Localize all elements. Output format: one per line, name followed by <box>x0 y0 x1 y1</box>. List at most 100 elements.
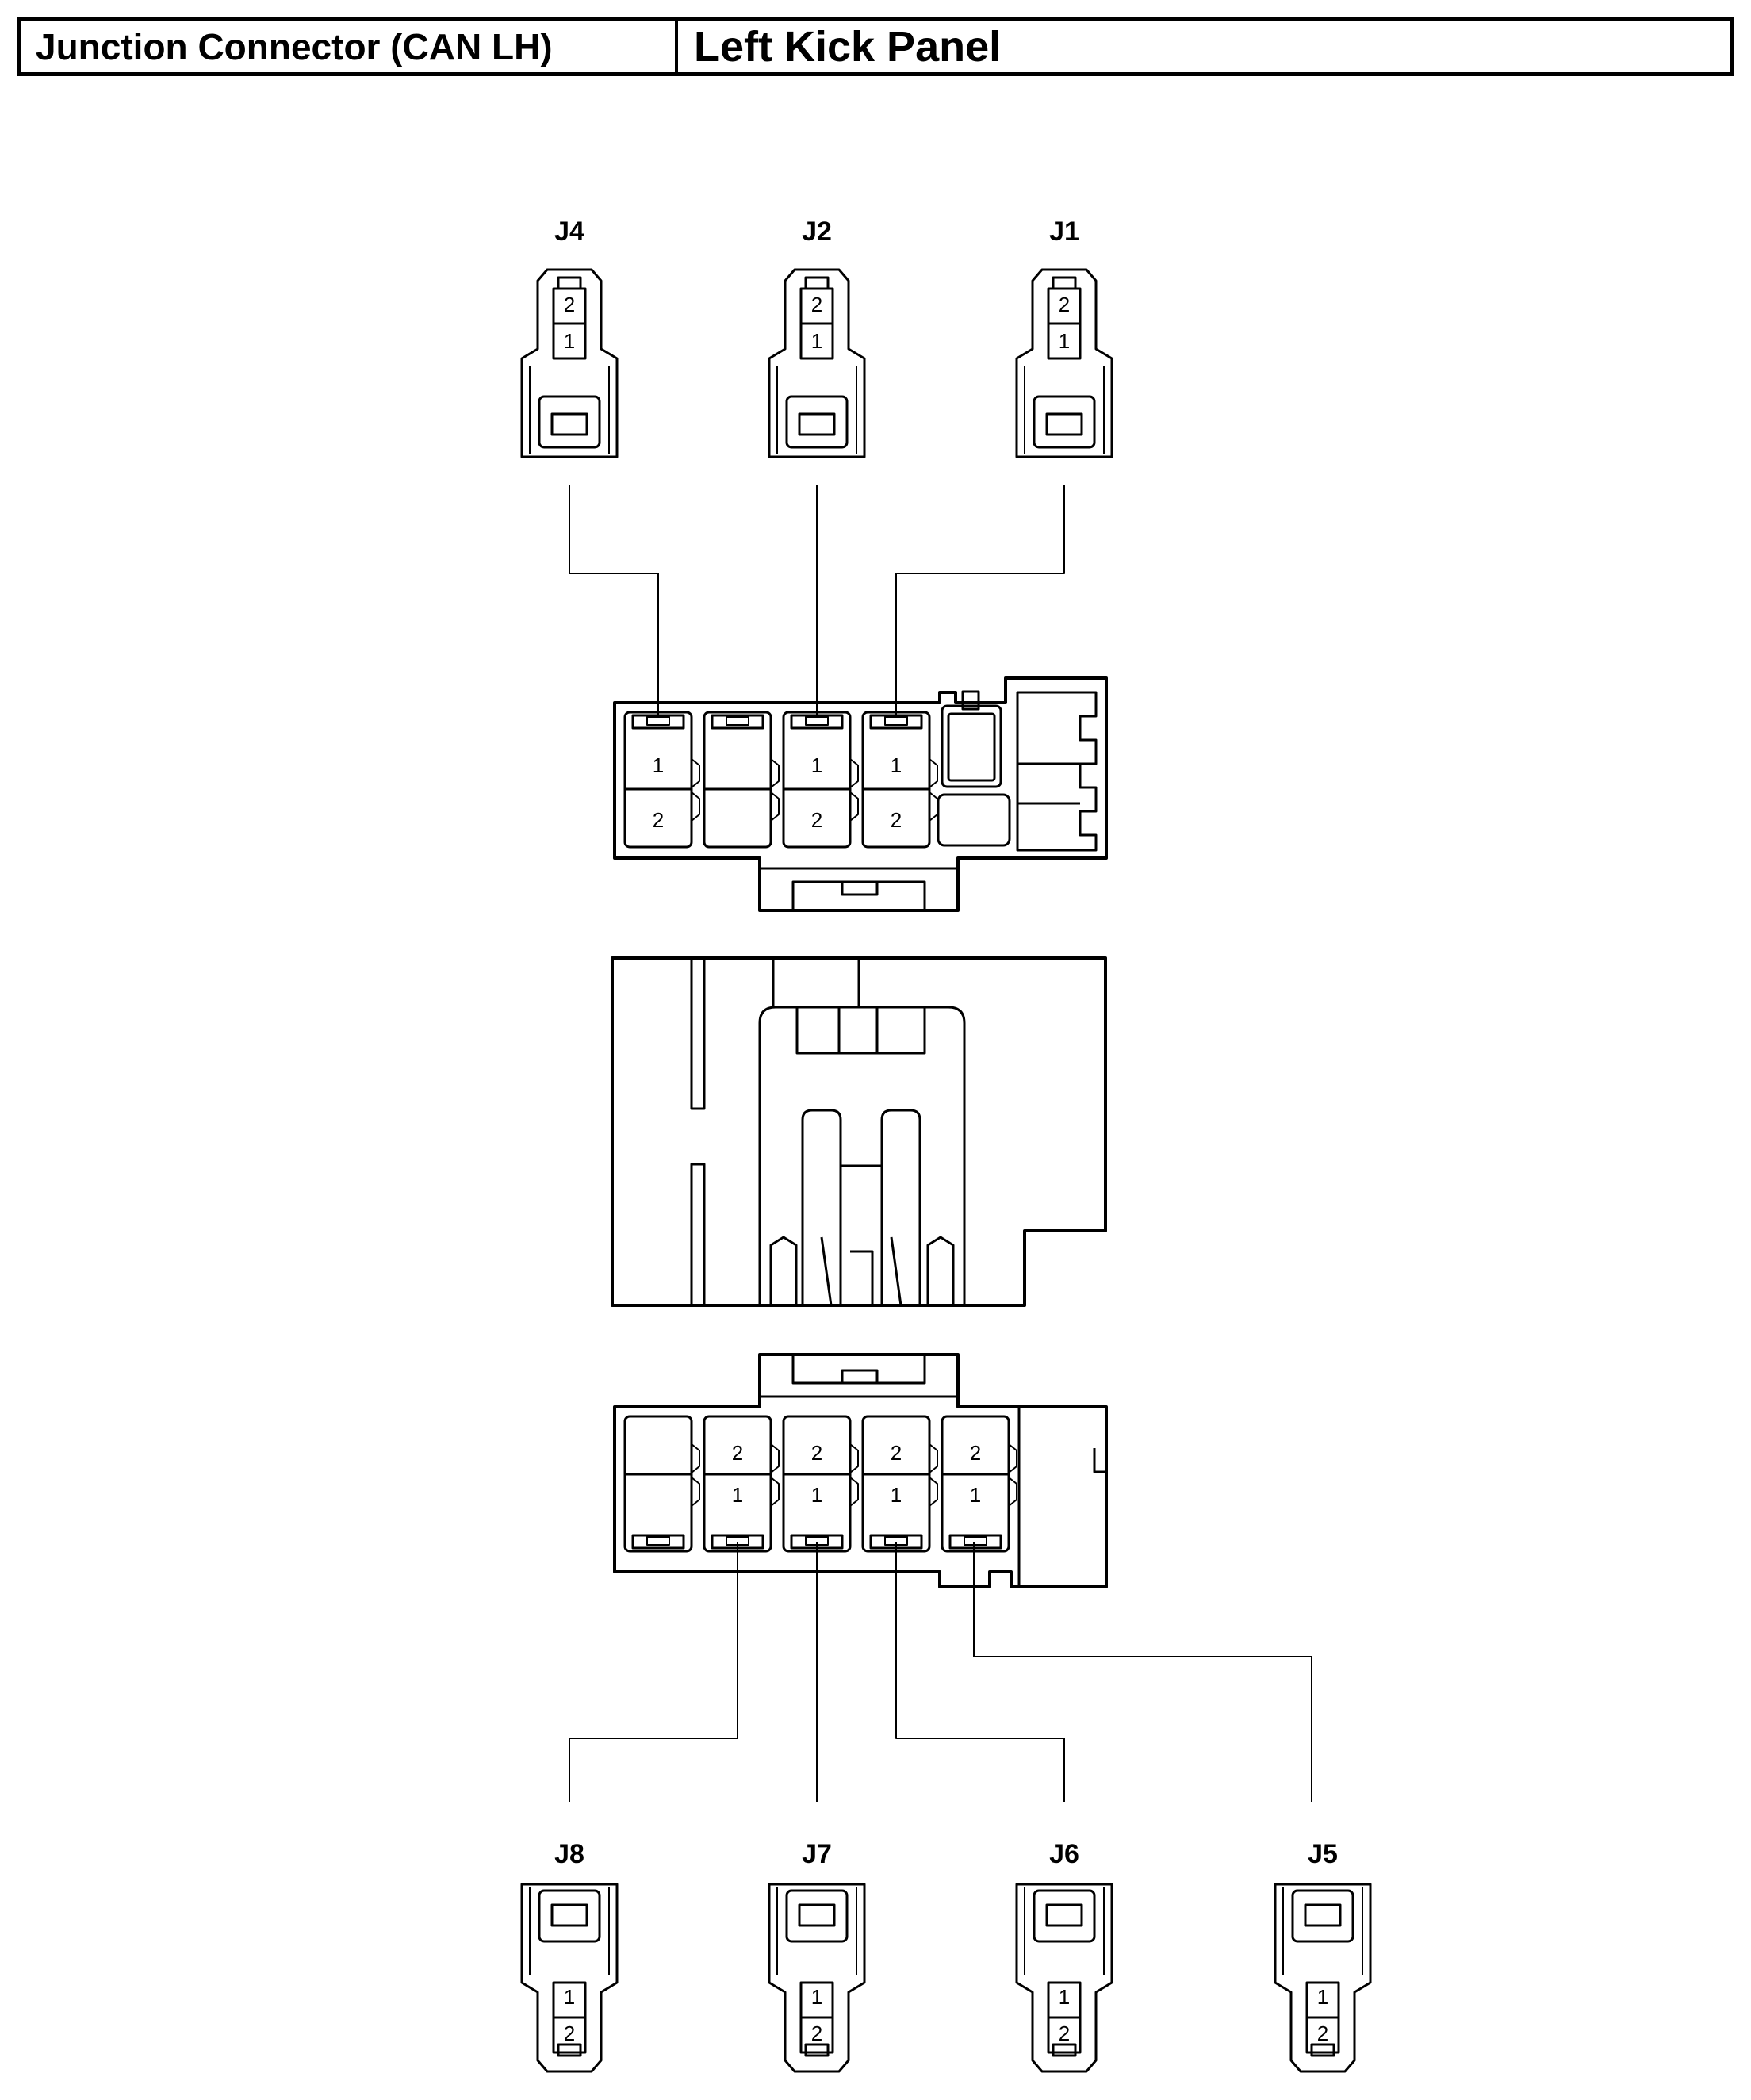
plug-latch <box>1033 1889 1096 1943</box>
cavity <box>703 711 780 849</box>
cavity-outline <box>782 711 852 849</box>
housing-inner-posts <box>801 1109 921 1305</box>
upper-housing-clip <box>941 704 1002 788</box>
cavity-outline <box>782 1415 852 1553</box>
cavity-lock <box>869 714 923 730</box>
cavity-lock-inner <box>726 716 749 726</box>
title-bar: Junction Connector (CAN LH) Left Kick Pa… <box>17 17 1734 76</box>
cavity-lock <box>711 1534 764 1550</box>
cavity: 21 <box>703 1415 780 1553</box>
plug-outline <box>520 268 619 458</box>
pin-number: 1 <box>1059 1985 1070 2009</box>
pin-number: 1 <box>564 329 575 353</box>
cavity-lock <box>790 714 844 730</box>
housing-left-slot-lower <box>690 1163 706 1305</box>
plug-outline <box>768 268 866 458</box>
cavity-pin: 1 <box>891 753 902 777</box>
connector-label: J7 <box>802 1839 832 1869</box>
cavity-pin: 2 <box>891 808 902 832</box>
cavity <box>623 1415 700 1553</box>
plug-latch <box>1291 1889 1354 1943</box>
cavity-lock-inner <box>646 716 670 726</box>
connector-label: J6 <box>1049 1839 1079 1869</box>
upper-housing-slots <box>1016 691 1098 852</box>
plug-outline <box>768 1883 866 2073</box>
cavity-lock-inner <box>805 716 829 726</box>
cavity-pin: 1 <box>970 1483 981 1507</box>
plug-latch-window <box>798 412 836 436</box>
plug-latch <box>785 395 849 449</box>
cavity-notches <box>849 1443 859 1507</box>
housing-hooks <box>769 1236 955 1306</box>
cavity-outline <box>623 1415 693 1553</box>
pin-number: 2 <box>1059 293 1070 316</box>
cavity-outline <box>703 1415 772 1553</box>
cavity-outline <box>861 711 931 849</box>
cavity-pin: 1 <box>811 753 822 777</box>
connector-label: J8 <box>554 1839 584 1869</box>
connector-location: Left Kick Panel <box>694 23 1002 71</box>
cavity-lock-inner <box>884 1536 908 1546</box>
cavity: 12 <box>861 711 938 849</box>
cavity: 21 <box>782 1415 859 1553</box>
connector-housing-side-view <box>611 956 1107 1307</box>
plug-key <box>557 2043 582 2057</box>
housing-latch-arm <box>758 1006 966 1305</box>
plug-latch <box>538 1889 601 1943</box>
plug-outline <box>1015 1883 1113 2073</box>
cavity-lock <box>790 1534 844 1550</box>
plug-grips <box>776 366 857 454</box>
cavity-pin: 1 <box>653 753 664 777</box>
housing-left-slot-upper <box>690 958 706 1110</box>
plug-key <box>804 2043 830 2057</box>
pin-number: 2 <box>1059 2021 1070 2045</box>
cavity-pin: 2 <box>811 808 822 832</box>
plug-key <box>1310 2043 1335 2057</box>
plug-latch-window <box>550 1903 588 1927</box>
housing-latch-top <box>772 958 926 1055</box>
cavity-lock <box>631 714 685 730</box>
pin-number: 1 <box>1317 1985 1328 2009</box>
wire-j6 <box>895 1542 1065 1802</box>
cavity-pin: 2 <box>970 1441 981 1465</box>
cavity-outline <box>703 711 772 849</box>
wire-j4 <box>569 485 659 718</box>
plug-grips <box>1024 1887 1105 1975</box>
wire-j5 <box>973 1542 1312 1802</box>
housing-center-bar <box>841 1164 883 1305</box>
cavity-lock <box>869 1534 923 1550</box>
cavity: 21 <box>861 1415 938 1553</box>
cavity-lock-inner <box>884 716 908 726</box>
plug-key <box>804 276 830 290</box>
pin-number: 1 <box>811 1985 822 2009</box>
cavity: 12 <box>623 711 700 849</box>
upper-block-outline <box>613 676 1108 912</box>
upper-block-side-housing <box>937 690 1098 852</box>
wire-j1 <box>895 485 1065 718</box>
connector-j6: 1 2 J6 <box>1015 1839 1113 2073</box>
cavity-outline <box>623 711 693 849</box>
upper-housing-lower-box <box>937 793 1011 847</box>
cavity-pin: 2 <box>653 808 664 832</box>
plug-grips <box>1024 366 1105 454</box>
plug-latch-window <box>1045 412 1083 436</box>
cavity-lock <box>948 1534 1002 1550</box>
plug-grips <box>529 1887 610 1975</box>
cavity-outline <box>861 1415 931 1553</box>
wire-leaders <box>569 485 1312 1802</box>
connector-label: J2 <box>802 217 832 247</box>
pin-number: 2 <box>564 2021 575 2045</box>
cavity-pin: 2 <box>891 1441 902 1465</box>
plug-latch <box>785 1889 849 1943</box>
plug-grips <box>529 366 610 454</box>
connector-label: J5 <box>1308 1839 1338 1869</box>
cavity-lock-inner <box>964 1536 987 1546</box>
pin-number: 2 <box>811 293 822 316</box>
